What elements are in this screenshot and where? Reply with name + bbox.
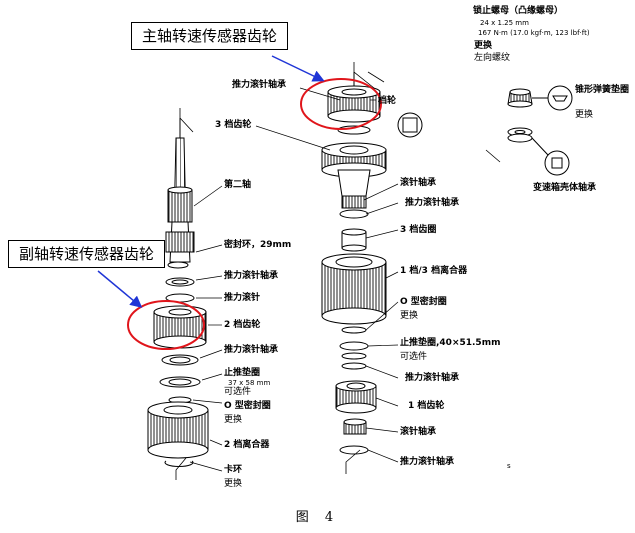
shaft-centerline-left <box>179 108 194 133</box>
first-gear-label: 1 档齿轮 <box>408 401 445 411</box>
lock-nut-torque-label: 167 N·m (17.0 kgf·m, 123 lbf·ft) <box>478 29 590 37</box>
oring-r-replace-label: 更换 <box>400 311 419 321</box>
disc-washer-replace-label: 更换 <box>575 110 594 120</box>
case-bearing-detail-icon <box>544 150 570 176</box>
counter-callout-arrow <box>97 270 143 308</box>
thrust-needle-r4-label: 推力滚针轴承 <box>400 457 455 467</box>
lock-nut-label: 锁止螺母（凸缘螺母） <box>473 6 564 16</box>
second-gear-label: 2 档齿轮 <box>224 320 261 330</box>
counter-sensor-callout: 副轴转速传感器齿轮 <box>8 240 166 268</box>
main-sensor-callout: 主轴转速传感器齿轮 <box>131 22 289 50</box>
shaft-centerline-left-bottom <box>175 457 187 480</box>
center-component-stack <box>321 72 387 455</box>
counter-sensor-gear-highlight <box>127 300 205 350</box>
left-component-stack <box>147 261 209 467</box>
oring-l-label: O 型密封圈 <box>224 401 271 411</box>
lock-nut-detail-icon <box>547 85 573 111</box>
main-callout-arrow <box>271 55 325 82</box>
third-collar-label: 3 档齿圈 <box>400 225 437 235</box>
park-gear-detail <box>397 112 423 138</box>
main-sensor-gear-highlight <box>300 78 382 130</box>
case-bearing-label: 变速箱壳体轴承 <box>533 183 597 193</box>
thrust-washer-l-label: 推力滚针 <box>224 293 261 303</box>
thrust-needle-l1-label: 推力滚针轴承 <box>224 271 279 281</box>
third-gear-label: 3 档齿轮 <box>215 120 252 130</box>
snap-ring-left <box>164 460 194 467</box>
lock-nut-replace-label: 更换 <box>474 41 493 51</box>
thrust-shim-size-label: 37 x 58 mm <box>228 379 271 387</box>
top-right-parts <box>507 85 573 176</box>
seal-ring-left <box>167 261 189 269</box>
second-shaft-label: 第二轴 <box>224 180 252 190</box>
clutch-2-label: 2 档离合器 <box>224 440 270 450</box>
thrust-bearing-bottom <box>339 445 369 455</box>
clutch-1-3-label: 1 档/3 档离合器 <box>400 266 468 276</box>
thrust-shim-opt-label: 可选件 <box>224 387 252 397</box>
needle-bearing-1-label: 滚针轴承 <box>400 178 437 188</box>
second-shaft <box>165 118 195 263</box>
lock-nut-thread-label: 左向螺纹 <box>474 53 511 63</box>
lock-nut-size-label: 24 x 1.25 mm <box>480 19 529 27</box>
shaft-centerline-center-bottom <box>345 449 361 474</box>
stop-shim-right <box>339 341 369 351</box>
seal-ring-label: 密封环，29mm <box>224 240 292 250</box>
needle-bearing-2-label: 滚针轴承 <box>400 427 437 437</box>
shaft-centerline-top-right <box>367 71 385 83</box>
oring-l-replace-label: 更换 <box>224 415 243 425</box>
thrust-needle-l2-label: 推力滚针轴承 <box>224 345 279 355</box>
park-gear-label: 档轮 <box>378 96 397 106</box>
figure-caption: 图 4 <box>295 510 340 525</box>
oring-right <box>341 326 367 334</box>
shaft-centerline-right <box>485 149 501 163</box>
thrust-bearing-2-label: 推力滚针轴承 <box>405 198 460 208</box>
needle-bearing-1 <box>341 195 367 209</box>
snap-ring-replace-label: 更换 <box>224 479 243 489</box>
oring-r-label: O 型密封圈 <box>400 297 447 307</box>
stop-shim-opt-label: 可选件 <box>400 352 428 362</box>
thrust-shim-l-label: 止推垫圈 <box>224 368 261 378</box>
thrust-bearing-top-label: 推力滚针轴承 <box>232 80 287 90</box>
shaft-centerline-center-top <box>353 62 375 89</box>
disc-washer-label: 锥形弹簧垫圈 <box>575 85 630 95</box>
tick-mark-label: s <box>507 462 511 470</box>
snap-ring-label: 卡环 <box>224 465 243 475</box>
thrust-needle-r3-label: 推力滚针轴承 <box>405 373 460 383</box>
stop-shim-label: 止推垫圈,40×51.5mm <box>400 338 501 348</box>
clutch-1-3 <box>321 261 387 317</box>
leader-lines <box>189 87 399 472</box>
